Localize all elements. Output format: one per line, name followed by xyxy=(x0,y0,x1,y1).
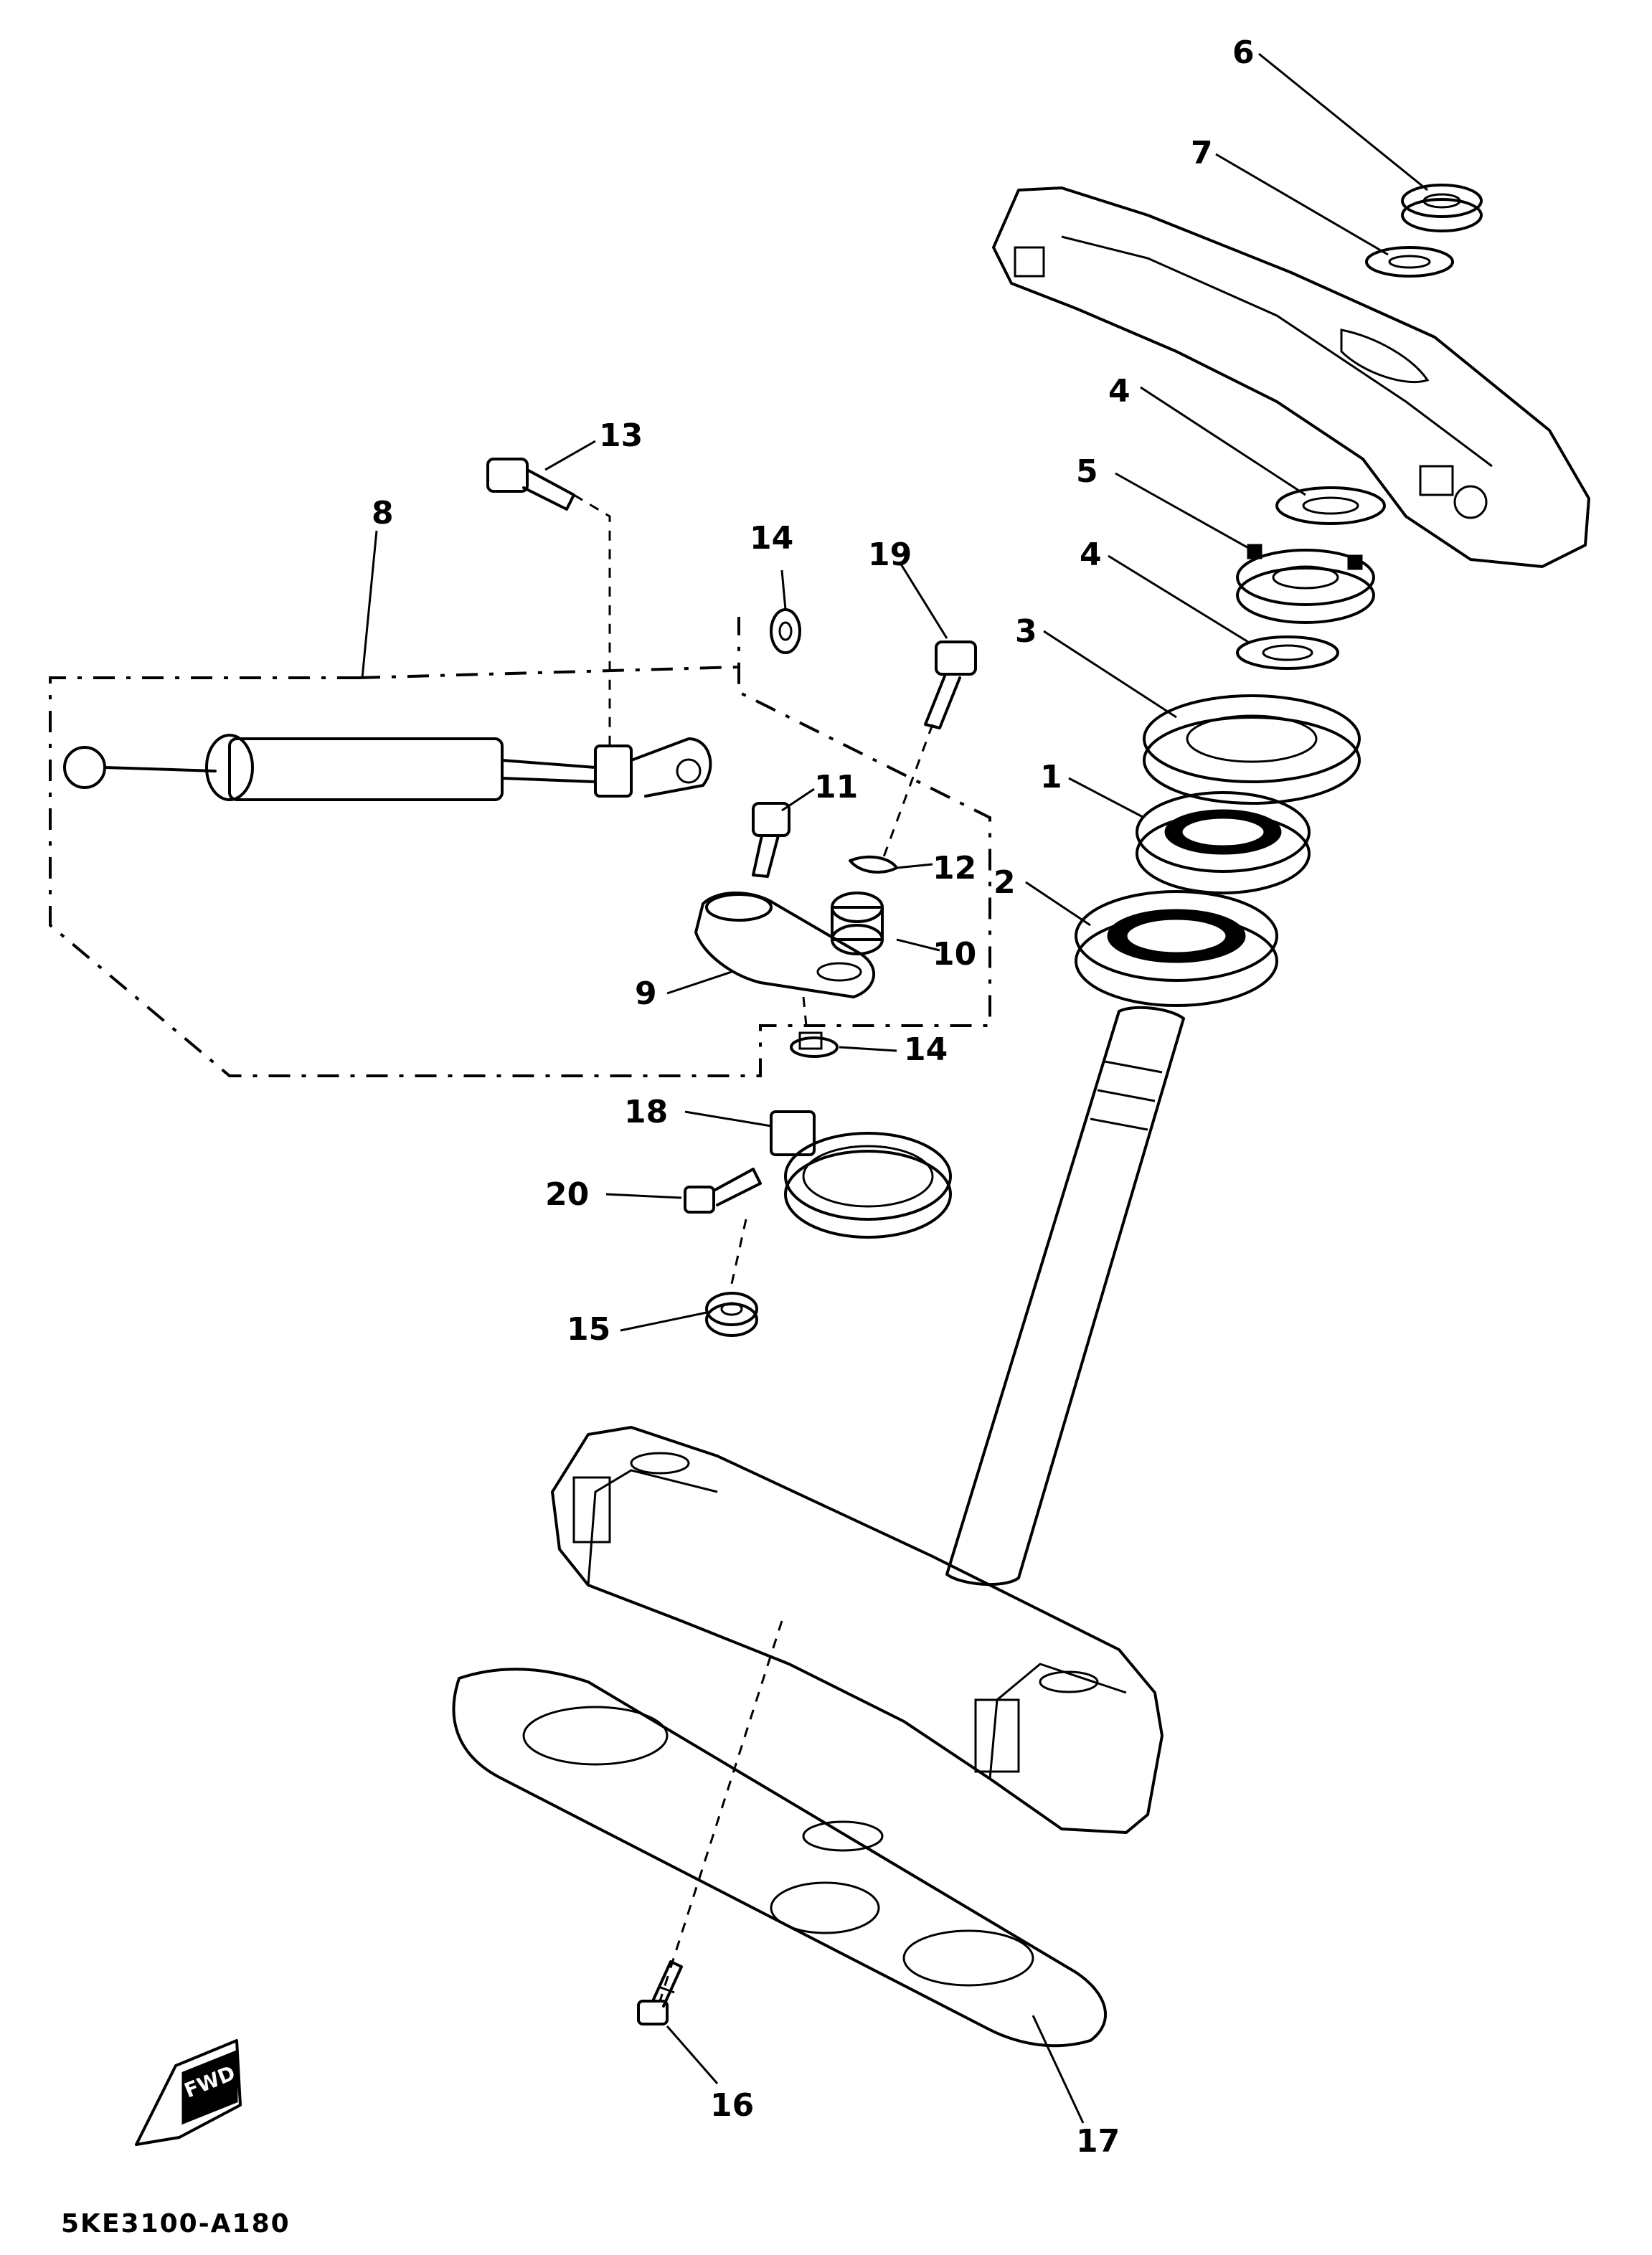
callout-6: 6 xyxy=(1232,34,1255,71)
bolt-17 xyxy=(924,640,977,729)
assembly-8-boundary-top xyxy=(358,666,740,679)
callout-12: 12 xyxy=(933,850,976,887)
cover-plate-19 xyxy=(452,1668,1108,2048)
callout-13: 13 xyxy=(599,417,643,454)
callout-20: 16 xyxy=(710,2087,754,2124)
bushing-10 xyxy=(831,892,884,955)
seal-3 xyxy=(1143,694,1361,805)
callout-19: 17 xyxy=(1076,2123,1120,2160)
nut-6 xyxy=(1401,184,1483,232)
bolt-20 xyxy=(637,1960,683,2025)
steering-stem xyxy=(945,1006,1185,1586)
callout-3: 3 xyxy=(1015,613,1037,650)
callout-4: 4 xyxy=(1080,536,1102,573)
washer-14-lower xyxy=(790,1031,839,1058)
ring-nut-5 xyxy=(1236,544,1375,624)
bearing-2 xyxy=(1075,890,1278,1007)
callout-5: 5 xyxy=(1076,453,1098,490)
callout-8: 8 xyxy=(372,495,394,531)
nut-15 xyxy=(705,1292,758,1337)
callout-2: 2 xyxy=(993,864,1016,901)
steering-damper xyxy=(63,734,712,801)
callout-17: 19 xyxy=(868,536,912,573)
callout-14: 14 xyxy=(750,520,793,557)
callout-16: 18 xyxy=(624,1094,668,1130)
bolt-11 xyxy=(752,802,790,878)
lower-bracket xyxy=(551,1426,1164,1834)
assembly-8-boundary xyxy=(49,617,991,1077)
callout-7: 7 xyxy=(1191,135,1213,171)
washer-14-upper xyxy=(770,608,801,654)
diagram-code: 5KE3100-A180 xyxy=(61,2209,291,2239)
callout-4: 4 xyxy=(1108,373,1131,410)
callout-18: 20 xyxy=(545,1176,589,1213)
clamp-16 xyxy=(770,1110,952,1239)
washer-7 xyxy=(1365,246,1454,278)
callout-1: 1 xyxy=(1040,759,1062,795)
callout-10: 10 xyxy=(933,936,976,973)
callout-labels: 6 7 4 5 4 3 1 2 8 9 10 11 12 13 14 19 14… xyxy=(372,34,1255,2160)
leader-lines xyxy=(361,52,1428,2124)
bolt-18 xyxy=(684,1168,762,1214)
callout-9: 9 xyxy=(635,975,657,1012)
bolt-13 xyxy=(486,458,575,511)
bearing-1 xyxy=(1136,791,1311,894)
upper-bracket xyxy=(992,186,1590,568)
washer-12 xyxy=(849,855,898,874)
washer-4-upper xyxy=(1275,486,1386,525)
callout-15: 15 xyxy=(567,1311,610,1348)
forward-direction-icon: FWD xyxy=(135,2039,242,2146)
bracket-9 xyxy=(694,892,876,998)
callout-11: 11 xyxy=(814,769,858,805)
callout-14: 14 xyxy=(904,1031,948,1068)
washer-4-lower xyxy=(1236,635,1339,670)
